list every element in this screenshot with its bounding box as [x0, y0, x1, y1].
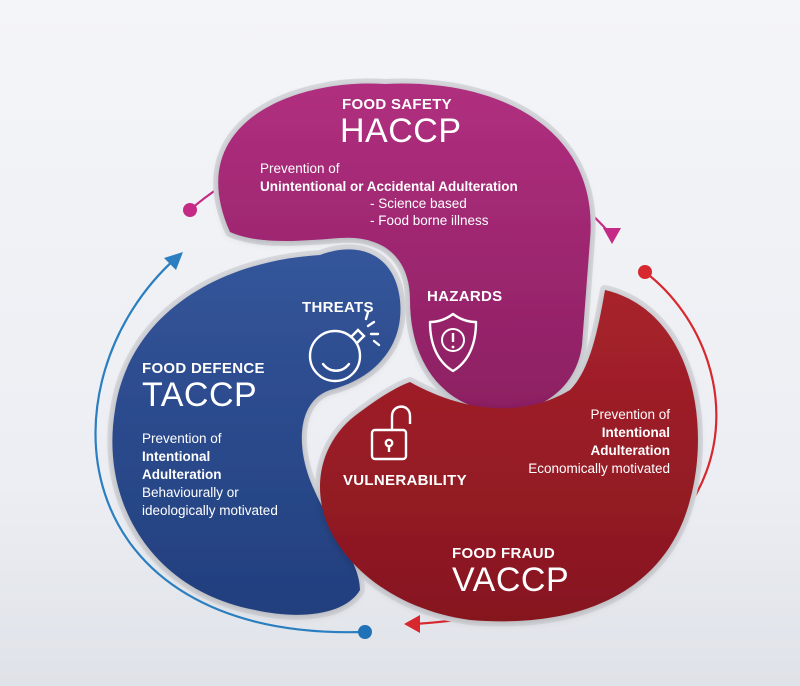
food-fraud-line1: Prevention of — [590, 407, 670, 422]
fraud-arrow-head — [404, 615, 420, 633]
bomb-icon — [308, 310, 381, 383]
food-fraud-line4: Economically motivated — [528, 461, 670, 476]
unlocked-padlock-icon — [370, 405, 412, 461]
hazards-label: HAZARDS — [427, 288, 503, 305]
defence-arrow-head — [164, 252, 183, 270]
food-safety-acronym: HACCP — [340, 112, 462, 150]
food-defence-line2: Intentional — [142, 449, 211, 464]
defence-cycle-arrow — [94, 257, 364, 634]
fraud-arrow-dot — [638, 265, 652, 279]
food-defence-acronym: TACCP — [142, 376, 258, 414]
food-defence-line4: Behaviourally or — [142, 485, 239, 500]
food-fraud-line2: Intentional — [601, 425, 670, 440]
food-fraud-acronym: VACCP — [452, 561, 570, 599]
food-safety-bullet1: - Science based — [370, 196, 467, 211]
shield-alert-icon — [428, 312, 478, 373]
food-safety-line1: Prevention of — [260, 161, 340, 176]
food-defence-title: FOOD DEFENCE — [142, 360, 265, 377]
defence-arrow-dot — [358, 625, 372, 639]
food-fraud-line3: Adulteration — [590, 443, 671, 458]
food-fraud-lobe — [320, 290, 698, 622]
food-safety-title: FOOD SAFETY — [342, 96, 452, 113]
food-defence-line1: Prevention of — [142, 431, 222, 446]
food-safety-lobe — [218, 83, 591, 413]
safety-arrow-dot — [183, 203, 197, 217]
threats-label: THREATS — [302, 299, 374, 316]
food-defence-line5: ideologically motivated — [142, 503, 278, 518]
food-defence-line3: Adulteration — [142, 467, 222, 482]
vulnerability-label: VULNERABILITY — [343, 472, 467, 489]
food-fraud-title: FOOD FRAUD — [452, 545, 555, 562]
food-safety-line2: Unintentional or Accidental Adulteration — [260, 179, 518, 194]
food-safety-bullet2: - Food borne illness — [370, 213, 489, 228]
safety-arrow-head — [603, 228, 621, 244]
